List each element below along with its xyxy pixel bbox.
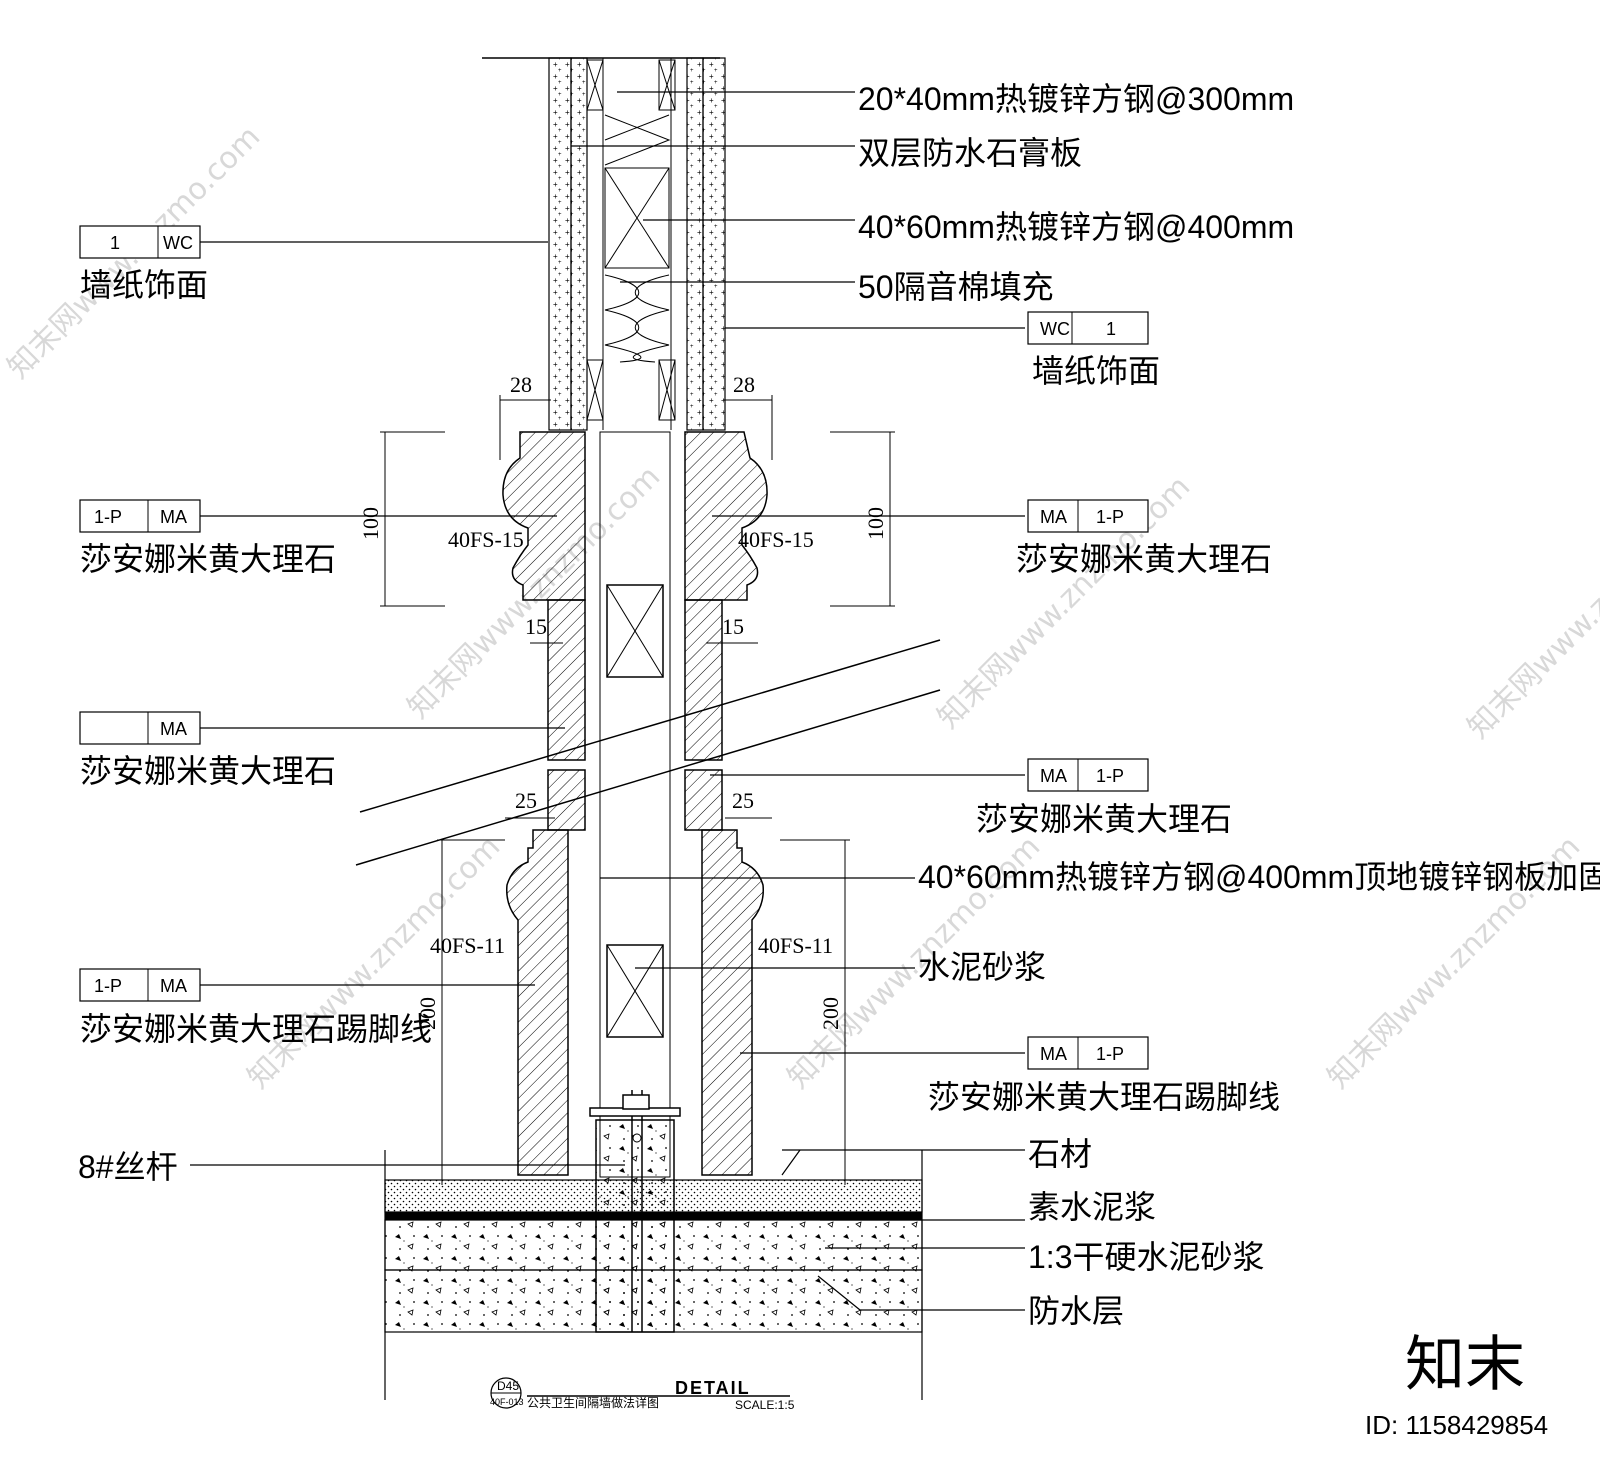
title-block: D45 40F-013 公共卫生间隔墙做法详图 DETAIL SCALE:1:5: [490, 1377, 795, 1412]
label-stone: 石材: [1028, 1136, 1092, 1172]
detail-number: D45: [497, 1379, 519, 1393]
tag-label: 墙纸饰面: [80, 267, 208, 303]
logo-watermark: 知末: [1405, 1331, 1525, 1398]
tag-code: 1-P: [1096, 1044, 1124, 1064]
tag-code: 1-P: [94, 976, 122, 996]
stone-profiles: [502, 431, 768, 1178]
tag-type: WC: [163, 233, 193, 253]
leader-lines: [190, 91, 1025, 1311]
left-tag-3: MA 莎安娜米黄大理石: [79, 711, 336, 789]
tag-label: 莎安娜米黄大理石踢脚线: [928, 1079, 1280, 1115]
left-tag-4: 1-P MA 莎安娜米黄大理石踢脚线: [79, 968, 432, 1047]
image-id: ID: 1158429854: [1365, 1410, 1548, 1440]
label-waterproof: 防水层: [1028, 1293, 1124, 1329]
tag-label: 莎安娜米黄大理石踢脚线: [80, 1011, 432, 1047]
tag-type: MA: [1040, 1044, 1067, 1064]
tag-code: 1: [110, 233, 120, 253]
upper-wall: [482, 57, 726, 431]
tag-label: 莎安娜米黄大理石: [80, 541, 336, 577]
profile-code-upper-left: 40FS-15: [448, 527, 524, 552]
break-lines: [355, 639, 941, 866]
dim-25-right: 25: [732, 788, 754, 813]
right-annotations: 20*40mm热镀锌方钢@300mm 双层防水石膏板 40*60mm热镀锌方钢@…: [858, 81, 1600, 1329]
dim-200-right: 200: [818, 997, 843, 1030]
label-double-gypsum: 双层防水石膏板: [858, 135, 1082, 171]
label-plain-cement: 素水泥浆: [1028, 1189, 1156, 1225]
dim-28-right: 28: [733, 372, 755, 397]
sheet-number: 40F-013: [490, 1397, 524, 1407]
floor-layers: [384, 1090, 923, 1400]
tag-label: 墙纸饰面: [1032, 353, 1160, 389]
tag-code: 1: [1106, 319, 1116, 339]
profile-code-lower-right: 40FS-11: [758, 933, 833, 958]
tag-label: 莎安娜米黄大理石: [80, 753, 336, 789]
watermark-text: 知末网www.znzmo.com: [1461, 479, 1600, 745]
dimension-lines: [380, 395, 895, 1185]
tag-type: MA: [1040, 766, 1067, 786]
tag-type: MA: [160, 976, 187, 996]
tag-label: 莎安娜米黄大理石: [1016, 541, 1272, 577]
dim-15-right: 15: [722, 614, 744, 639]
brand-watermark: 知末 ID: 1158429854: [1365, 1331, 1548, 1440]
left-tag-2: 1-P MA 莎安娜米黄大理石: [79, 499, 336, 577]
label-steel-20x40: 20*40mm热镀锌方钢@300mm: [858, 81, 1294, 117]
right-tag-4: MA 1-P 莎安娜米黄大理石踢脚线: [928, 1036, 1280, 1115]
label-steel-reinforce: 40*60mm热镀锌方钢@400mm顶地镀锌钢板加固: [918, 859, 1600, 895]
label-insulation: 50隔音棉填充: [858, 269, 1054, 305]
right-tag-3: MA 1-P 莎安娜米黄大理石: [976, 758, 1232, 837]
watermark-text: 知末网www.znzmo.com: [241, 829, 507, 1095]
tag-code: 1-P: [1096, 766, 1124, 786]
dim-100-left: 100: [358, 507, 383, 540]
dim-25-left: 25: [515, 788, 537, 813]
label-cement-mortar: 水泥砂浆: [918, 949, 1046, 985]
profile-code-upper-right: 40FS-15: [738, 527, 814, 552]
tag-type: MA: [160, 719, 187, 739]
tag-type: WC: [1040, 319, 1070, 339]
label-steel-40x60: 40*60mm热镀锌方钢@400mm: [858, 209, 1294, 245]
dim-100-right: 100: [863, 507, 888, 540]
left-tag-1: 1 WC 墙纸饰面: [79, 225, 208, 303]
label-dry-mortar: 1:3干硬水泥砂浆: [1028, 1239, 1265, 1275]
tag-label: 莎安娜米黄大理石: [976, 801, 1232, 837]
right-tag-2: MA 1-P 莎安娜米黄大理石: [1016, 499, 1272, 577]
label-rod: 8#丝杆: [78, 1149, 178, 1185]
dim-15-left: 15: [525, 614, 547, 639]
profile-code-lower-left: 40FS-11: [430, 933, 505, 958]
tag-type: MA: [1040, 507, 1067, 527]
drawing-title: 公共卫生间隔墙做法详图: [527, 1395, 659, 1410]
dim-28-left: 28: [510, 372, 532, 397]
dimension-text: 28 28 100 100 15 15 25 25 200 200 40FS-1…: [358, 372, 888, 1030]
detail-word: DETAIL: [675, 1378, 751, 1398]
tag-type: MA: [160, 507, 187, 527]
dim-200-left: 200: [415, 997, 440, 1030]
tag-code: 1-P: [94, 507, 122, 527]
drawing-scale: SCALE:1:5: [735, 1398, 795, 1412]
right-tag-1: WC 1 墙纸饰面: [1027, 311, 1160, 389]
tag-code: 1-P: [1096, 507, 1124, 527]
